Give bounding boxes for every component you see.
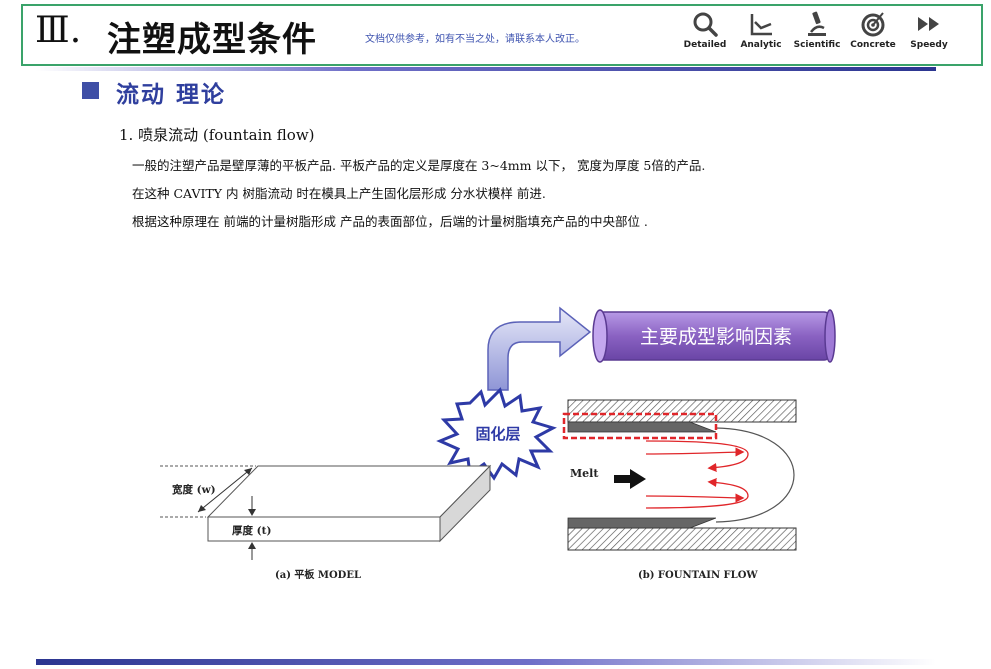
header-note: 文档仅供参考，如有不当之处，请联系本人改正。 (365, 34, 585, 45)
section-title: 流动 理论 (116, 82, 227, 108)
fast-forward-icon (918, 17, 939, 31)
nav-label: Speedy (910, 40, 948, 50)
plate-model (160, 464, 492, 560)
caption-b: (b) FOUNTAIN FLOW (638, 570, 758, 581)
banner-text: 主要成型影响因素 (640, 326, 792, 348)
nav-item-detailed[interactable]: Detailed (677, 10, 733, 50)
magnifier-icon (693, 12, 718, 37)
header-box: Ⅲ. 注塑成型条件 文档仅供参考，如有不当之处，请联系本人改正。 Detaile… (21, 4, 983, 66)
top-rule (36, 67, 936, 71)
content-line-2: 在这种 CAVITY 内 树脂流动 时在模具上产生固化层形成 分水状模样 前进. (132, 186, 546, 201)
nav-item-concrete[interactable]: Concrete (845, 10, 901, 50)
starburst-text: 固化层 (475, 425, 520, 443)
starburst-shape (436, 387, 557, 481)
section-number: Ⅲ. (35, 10, 82, 51)
nav-label: Analytic (740, 40, 782, 50)
content-subtitle: 1. 喷泉流动 (fountain flow) (119, 126, 315, 144)
nav-item-analytic[interactable]: Analytic (733, 10, 789, 50)
section-bullet (82, 82, 99, 99)
thickness-label: 厚度 (t) (232, 524, 271, 537)
banner-scroll (592, 309, 836, 363)
nav-item-speedy[interactable]: Speedy (901, 10, 957, 50)
nav-item-scientific[interactable]: Scientific (789, 10, 845, 50)
chart-axis-icon (750, 14, 772, 36)
nav-label: Detailed (683, 40, 727, 50)
microscope-icon (808, 11, 826, 36)
caption-a: (a) 平板 MODEL (275, 568, 361, 581)
fountain-flow-model (562, 399, 797, 551)
content-line-1: 一般的注塑产品是壁厚薄的平板产品. 平板产品的定义是厚度在 3~4mm 以下， … (132, 158, 706, 173)
target-icon (861, 12, 885, 37)
header-title: 注塑成型条件 (107, 20, 317, 60)
content-line-3: 根据这种原理在 前端的计量树脂形成 产品的表面部位，后端的计量树脂填充产品的中央… (132, 214, 648, 229)
nav-label: Scientific (793, 40, 841, 50)
width-label: 宽度 (w) (171, 483, 216, 496)
curved-arrow (487, 306, 592, 391)
melt-arrow (614, 469, 646, 489)
melt-label: Melt (570, 467, 599, 480)
bottom-rule (36, 659, 936, 665)
nav-label: Concrete (850, 40, 896, 50)
header-nav: Detailed Analytic Scientific (677, 10, 957, 50)
